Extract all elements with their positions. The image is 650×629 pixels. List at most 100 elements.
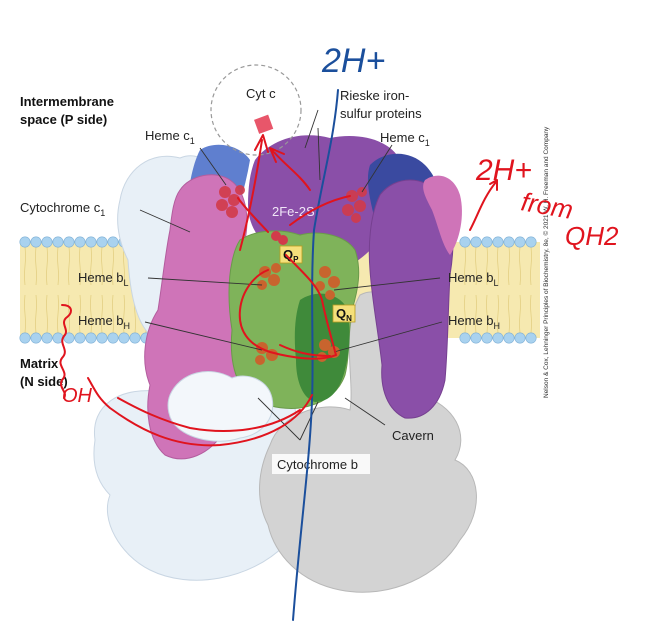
lipid-tail bbox=[486, 294, 488, 334]
lipid-tail bbox=[57, 294, 59, 334]
lipid-headgroup bbox=[96, 236, 108, 248]
heme-bl-right-label: Heme bL bbox=[448, 270, 499, 288]
lipid-tail bbox=[464, 294, 466, 334]
cyt-c-square bbox=[254, 114, 274, 134]
lipid-tail bbox=[112, 294, 114, 334]
heme-c1-left-label: Heme c1 bbox=[145, 128, 195, 146]
lipid-tail bbox=[79, 294, 81, 334]
lipid-headgroup bbox=[481, 236, 493, 248]
lipid-headgroup bbox=[514, 332, 526, 344]
lipid-tail bbox=[530, 294, 532, 334]
lipid-tail bbox=[486, 246, 488, 286]
lipid-tail bbox=[101, 246, 103, 286]
lipid-tail bbox=[24, 246, 26, 286]
lipid-headgroup bbox=[459, 332, 471, 344]
lipid-headgroup bbox=[525, 332, 537, 344]
red-oh-annotation: OH bbox=[62, 385, 93, 407]
lipid-headgroup bbox=[525, 236, 537, 248]
lipid-headgroup bbox=[118, 332, 130, 344]
lipid-headgroup bbox=[85, 332, 97, 344]
intermembrane-label-2: space (P side) bbox=[20, 112, 107, 127]
credit-text: Nelson & Cox, Lehninger Principles of Bi… bbox=[542, 126, 550, 398]
red-bracket-left bbox=[59, 304, 72, 399]
lipid-tail bbox=[46, 294, 48, 334]
lipid-tail bbox=[35, 294, 37, 334]
lipid-tail bbox=[24, 294, 26, 334]
heme-bl-right bbox=[315, 266, 340, 300]
red-2h-annotation: 2H+ bbox=[475, 154, 532, 187]
lipid-headgroup bbox=[41, 332, 53, 344]
svg-text:QN: QN bbox=[336, 306, 352, 323]
leader-lines bbox=[139, 109, 443, 441]
lipid-tail bbox=[497, 294, 499, 334]
lipid-tail bbox=[57, 246, 59, 286]
lipid-tail bbox=[475, 294, 477, 334]
lipid-headgroup bbox=[503, 236, 515, 248]
lipid-tail bbox=[101, 294, 103, 334]
heme-bh-right-label: Heme bH bbox=[448, 313, 500, 331]
lipid-headgroup bbox=[41, 236, 53, 248]
lipid-tail bbox=[475, 246, 477, 286]
lipid-tail bbox=[35, 246, 37, 286]
matrix-label: Matrix bbox=[20, 356, 59, 371]
lipid-tail bbox=[530, 246, 532, 286]
matrix-domain-gray-right bbox=[259, 291, 477, 593]
fe-s-cluster bbox=[271, 231, 288, 245]
lipid-headgroup bbox=[85, 236, 97, 248]
cytochrome-b-label: Cytochrome b bbox=[277, 457, 358, 472]
red-from-annotation: from bbox=[519, 186, 575, 225]
heme-bh-left-label: Heme bH bbox=[78, 313, 130, 331]
lipid-headgroup bbox=[470, 236, 482, 248]
svg-text:QP: QP bbox=[283, 247, 299, 264]
lipid-headgroup bbox=[30, 332, 42, 344]
cytochrome-b-label-bg bbox=[272, 454, 370, 474]
pink-right-subunit bbox=[423, 175, 462, 255]
pale-matrix-blob bbox=[167, 371, 274, 442]
lipid-tail bbox=[464, 246, 466, 286]
red-loop-hemes bbox=[238, 254, 337, 360]
cyt-c-label: Cyt c bbox=[246, 86, 276, 101]
red-curve-to-matrix bbox=[87, 377, 313, 447]
cytochrome-c1-label: Cytochrome c1 bbox=[20, 200, 105, 218]
blue-2h-annotation: 2H+ bbox=[321, 42, 385, 80]
lipid-tail bbox=[112, 246, 114, 286]
red-qh2-annotation: QH2 bbox=[565, 221, 619, 251]
lipid-tail bbox=[508, 294, 510, 334]
lipid-headgroup bbox=[19, 332, 31, 344]
red-arrow-to-cytc bbox=[239, 134, 269, 251]
rieske-label-2: sulfur proteins bbox=[340, 106, 422, 121]
lipid-tail bbox=[68, 246, 70, 286]
red-curve-arrow-right bbox=[469, 179, 498, 231]
lipid-headgroup bbox=[96, 332, 108, 344]
lipid-tail bbox=[90, 246, 92, 286]
heme-c1-left bbox=[216, 185, 245, 218]
lipid-headgroup bbox=[19, 236, 31, 248]
lipid-headgroup bbox=[129, 332, 141, 344]
cyt-c-outline bbox=[210, 64, 302, 156]
lipid-headgroup bbox=[492, 332, 504, 344]
red-curve-lower bbox=[117, 397, 301, 432]
red-arrow-to-right-c1 bbox=[289, 195, 351, 226]
intermembrane-label: Intermembrane bbox=[20, 94, 114, 109]
lipid-headgroup bbox=[52, 236, 64, 248]
red-arrow-to-left-c1 bbox=[237, 197, 269, 233]
lipid-headgroup bbox=[492, 236, 504, 248]
lipid-headgroup bbox=[514, 236, 526, 248]
lipid-tail bbox=[79, 246, 81, 286]
heme-c1-right-label: Heme c1 bbox=[380, 130, 430, 148]
lipid-headgroup bbox=[63, 236, 75, 248]
lipid-tail bbox=[90, 294, 92, 334]
lipid-tail bbox=[519, 246, 521, 286]
lipid-headgroup bbox=[74, 332, 86, 344]
lipid-tail bbox=[497, 246, 499, 286]
matrix-label-2: (N side) bbox=[20, 374, 68, 389]
qp-box: QP bbox=[279, 245, 303, 264]
blue-axis-line bbox=[292, 89, 339, 621]
heme-c1-right bbox=[342, 187, 367, 223]
lipid-headgroup bbox=[74, 236, 86, 248]
qn-box: QN bbox=[332, 304, 356, 323]
lipid-tail bbox=[519, 294, 521, 334]
rieske-label: Rieske iron- bbox=[340, 88, 409, 103]
cavern-label: Cavern bbox=[392, 428, 434, 443]
